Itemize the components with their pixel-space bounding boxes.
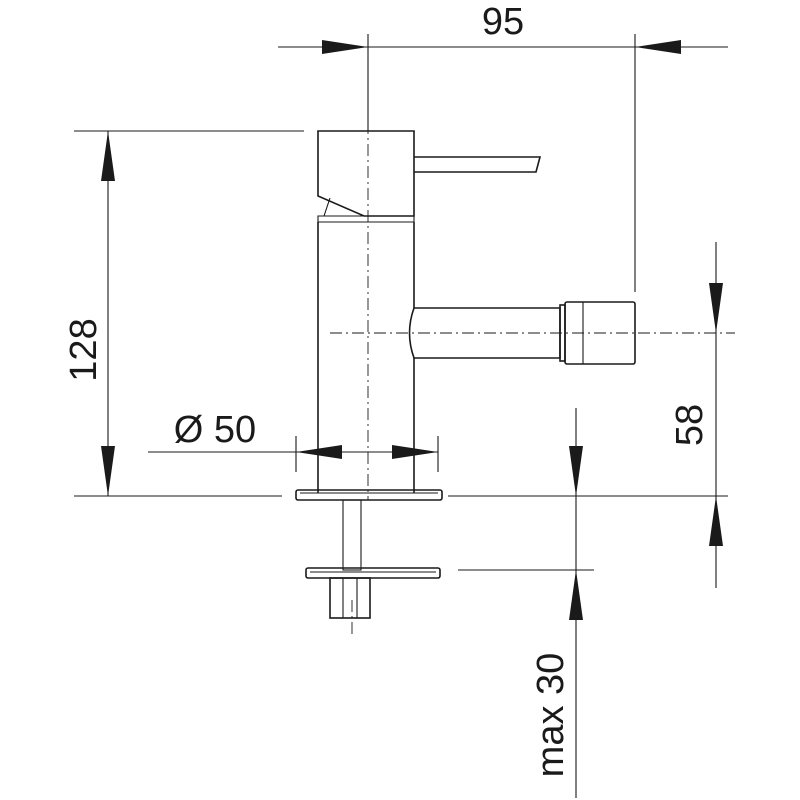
- dimension-label-max-30: max 30: [530, 653, 572, 778]
- mounting-nut: [329, 577, 371, 619]
- mounting-rod: [342, 499, 362, 571]
- spout: [408, 307, 561, 359]
- aerator: [564, 301, 636, 365]
- dimension-label-95: 95: [482, 1, 524, 43]
- mounting-washer: [305, 567, 441, 579]
- dimension-max-30: max 30: [458, 408, 594, 798]
- dimension-width-95: 95: [278, 1, 728, 292]
- base-flange: [295, 489, 443, 501]
- dimension-diameter-50: Ø 50: [148, 409, 439, 472]
- handle-cap: [317, 130, 415, 217]
- main-body: [317, 222, 415, 493]
- dimension-height-128: 128: [63, 130, 304, 497]
- dimension-spout-58: 58: [448, 242, 728, 588]
- dimension-label-58: 58: [669, 404, 711, 446]
- lever-handle: [414, 156, 542, 173]
- dimension-label-diameter: Ø 50: [174, 409, 256, 451]
- dimension-label-128: 128: [63, 318, 105, 381]
- center-lines: [330, 34, 735, 638]
- faucet-body: [295, 130, 636, 619]
